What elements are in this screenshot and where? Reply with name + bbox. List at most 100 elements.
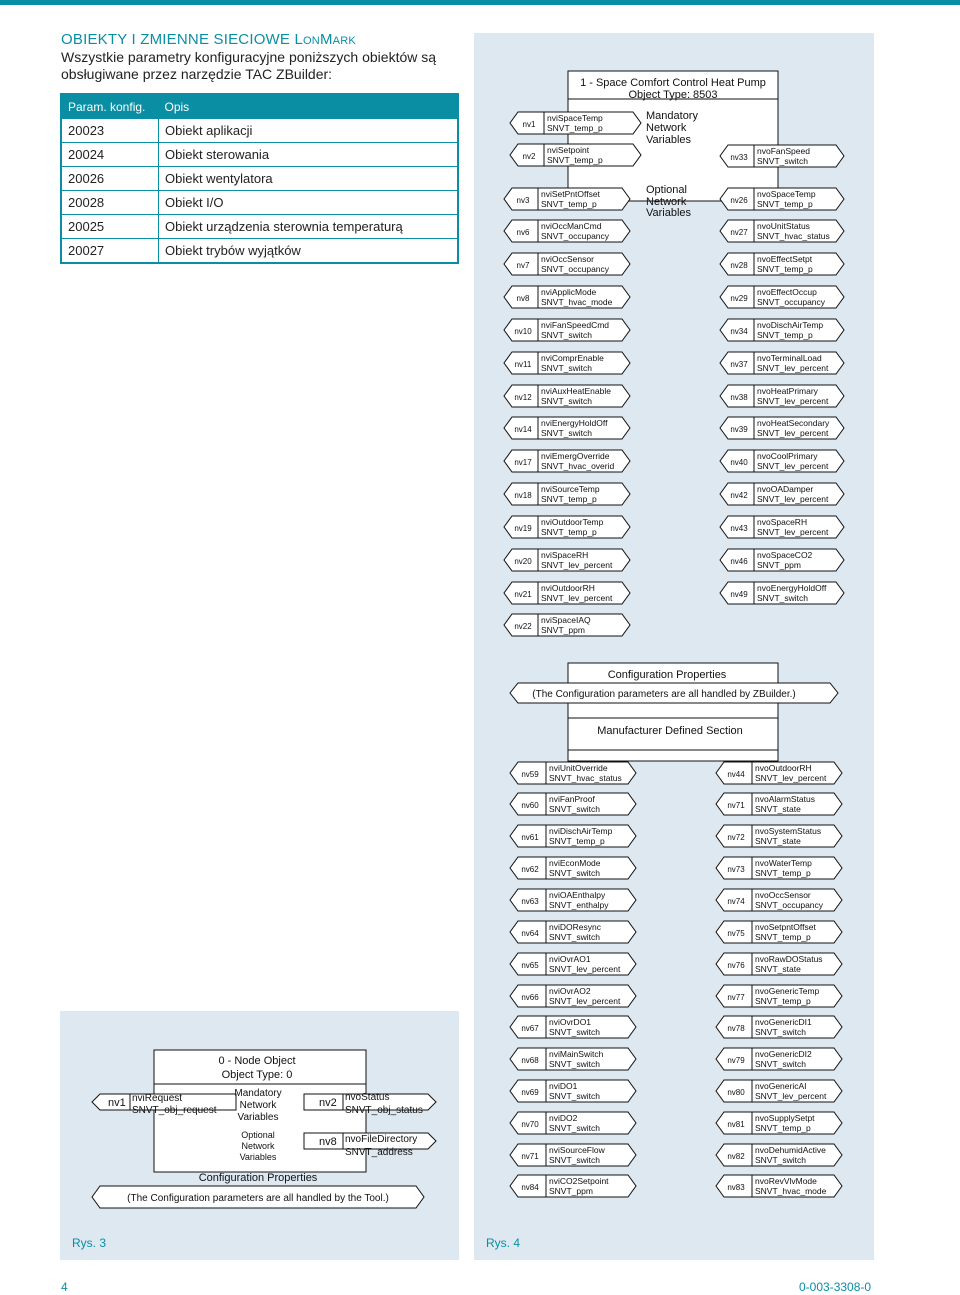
port-name: nviSpaceIAQ xyxy=(541,615,591,625)
table-cell-param: 20028 xyxy=(61,190,159,215)
port-type: SNVT_occupancy xyxy=(757,297,826,307)
port-nv-label: nv38 xyxy=(730,393,748,402)
port-type: SNVT_switch xyxy=(755,1059,806,1069)
port-nv-label: nv67 xyxy=(521,1024,539,1033)
port-shape xyxy=(503,449,631,473)
port-nv-label: nv77 xyxy=(727,993,745,1002)
port-shape xyxy=(715,761,843,785)
port-name: nviOvrDO1 xyxy=(549,1017,591,1027)
port-nv-label: nv60 xyxy=(521,801,539,810)
fig3-optional-3: Variables xyxy=(240,1152,277,1162)
table-cell-param: 20025 xyxy=(61,214,159,239)
table-header-desc: Opis xyxy=(158,94,458,119)
port-name: nviSpaceTemp xyxy=(547,113,603,123)
port-shape xyxy=(503,384,631,408)
port-nv-label: nv17 xyxy=(514,458,532,467)
port-type: SNVT_lev_percent xyxy=(541,560,613,570)
port-type: SNVT_temp_p xyxy=(755,932,811,942)
table-cell-desc: Obiekt wentylatora xyxy=(158,166,458,191)
port-type: SNVT_switch xyxy=(549,804,600,814)
port-type: SNVT_switch xyxy=(755,1155,806,1165)
fig4-port-group: nv1nviSpaceTempSNVT_temp_pnv2nviSetpoint… xyxy=(503,111,845,1198)
port-shape xyxy=(719,285,845,309)
port-type: SNVT_lev_percent xyxy=(757,461,829,471)
port-type: SNVT_switch xyxy=(755,1027,806,1037)
fig4-mandatory-3: Variables xyxy=(646,134,692,146)
fig3-mandatory-3: Variables xyxy=(238,1112,279,1123)
port-shape xyxy=(503,252,631,276)
port-type: SNVT_switch xyxy=(549,1027,600,1037)
port-type: SNVT_temp_p xyxy=(547,123,603,133)
port-shape xyxy=(509,824,637,848)
port-name: nviMainSwitch xyxy=(549,1049,604,1059)
port-name: nvoSpaceRH xyxy=(757,517,807,527)
port-name: nviOAEnthalpy xyxy=(549,890,606,900)
port-name: nvoDischAirTemp xyxy=(757,320,823,330)
port-shape xyxy=(715,1111,843,1135)
port-shape xyxy=(503,548,631,572)
port-type: SNVT_temp_p xyxy=(757,264,813,274)
port-type: SNVT_temp_p xyxy=(757,330,813,340)
figure-4-caption: Rys. 4 xyxy=(486,1236,521,1250)
port-name: nviSourceFlow xyxy=(549,1145,606,1155)
fig3-output2-type: SNVT_address xyxy=(345,1147,413,1158)
port-type: SNVT_lev_percent xyxy=(755,773,827,783)
port-type: SNVT_ppm xyxy=(757,560,801,570)
port-nv-label: nv34 xyxy=(730,327,748,336)
table-cell-param: 20023 xyxy=(61,118,159,143)
figure-3-diagram: 0 - Node Object Object Type: 0 Mandatory… xyxy=(91,1049,437,1209)
port-name: nvoSpaceTemp xyxy=(757,189,816,199)
port-type: SNVT_temp_p xyxy=(541,199,597,209)
fig4-manufacturer-label: Manufacturer Defined Section xyxy=(597,725,743,737)
port-name: nviEmergOverride xyxy=(541,451,610,461)
port-type: SNVT_hvac_overid xyxy=(541,461,615,471)
fig3-config-label: Configuration Properties xyxy=(199,1172,318,1184)
port-name: nvoOADamper xyxy=(757,484,813,494)
port-nv-label: nv44 xyxy=(727,770,745,779)
doc-code: 0-003-3308-0 xyxy=(799,1280,872,1294)
port-name: nvoGenericAI xyxy=(755,1081,807,1091)
fig3-output2-nv: nv8 xyxy=(319,1136,337,1148)
fig3-optional-2: Network xyxy=(241,1141,275,1151)
port-name: nviAuxHeatEnable xyxy=(541,386,611,396)
port-shape xyxy=(715,1079,843,1103)
port-type: SNVT_ppm xyxy=(549,1186,593,1196)
port-nv-label: nv74 xyxy=(727,897,745,906)
port-nv-label: nv61 xyxy=(521,833,539,842)
port-type: SNVT_temp_p xyxy=(547,155,603,165)
port-shape xyxy=(715,1015,843,1039)
table-cell-desc: Obiekt aplikacji xyxy=(158,118,458,143)
port-shape xyxy=(509,856,637,880)
port-shape xyxy=(719,187,845,211)
fig4-optional-1: Optional xyxy=(646,184,687,196)
port-name: nvoOccSensor xyxy=(755,890,811,900)
port-type: SNVT_hvac_status xyxy=(757,231,830,241)
port-type: SNVT_hvac_status xyxy=(549,773,622,783)
port-name: nvoDehumidActive xyxy=(755,1145,826,1155)
port-nv-label: nv20 xyxy=(514,557,532,566)
port-shape xyxy=(715,1174,843,1198)
port-nv-label: nv71 xyxy=(521,1152,539,1161)
